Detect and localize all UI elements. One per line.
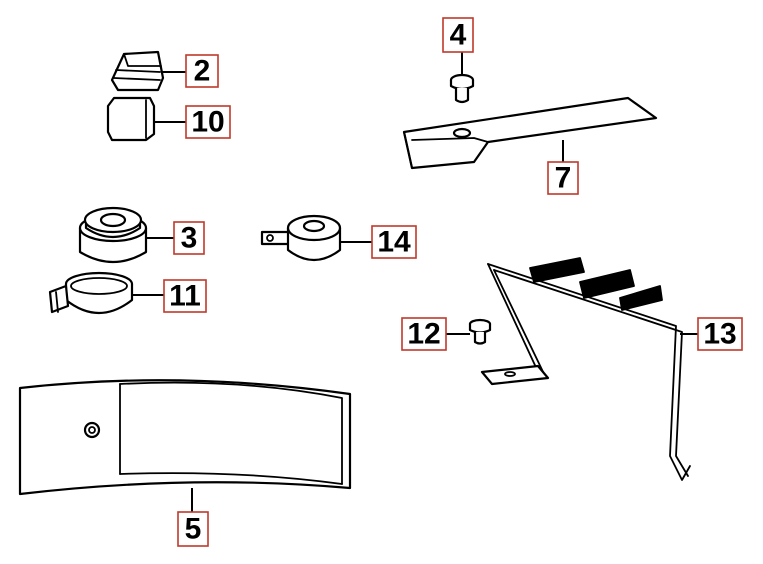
part-5-cover	[18, 379, 352, 496]
part-11-clamp	[48, 271, 134, 314]
part-2-cap	[110, 50, 165, 92]
part-3-grommet	[78, 206, 148, 263]
callout-10: 10	[185, 105, 231, 139]
callout-14-label: 14	[377, 226, 411, 259]
callout-11-label: 11	[169, 280, 201, 313]
callout-5: 5	[177, 511, 209, 547]
part-13-stand	[480, 257, 691, 481]
callout-14: 14	[371, 225, 417, 259]
callout-3-label: 3	[181, 222, 198, 255]
callout-2: 2	[185, 54, 219, 88]
callout-4-label: 4	[450, 19, 467, 52]
callout-3: 3	[173, 221, 205, 255]
part-10-block	[106, 96, 156, 142]
callout-12: 12	[401, 317, 447, 351]
callout-2-label: 2	[194, 55, 211, 88]
callout-10-label: 10	[191, 106, 224, 139]
callout-4: 4	[442, 17, 474, 53]
leader-lines	[132, 52, 698, 512]
callout-13: 13	[697, 317, 743, 351]
callout-12-label: 12	[407, 318, 440, 351]
part-12-screw	[468, 318, 492, 345]
callout-11: 11	[163, 279, 207, 313]
part-7-bracket	[402, 96, 658, 170]
callout-13-label: 13	[703, 318, 736, 351]
part-14-grommet	[260, 214, 342, 262]
callout-7: 7	[547, 161, 579, 195]
callout-7-label: 7	[555, 162, 572, 195]
callout-5-label: 5	[185, 513, 202, 546]
part-4-screw	[449, 73, 475, 104]
